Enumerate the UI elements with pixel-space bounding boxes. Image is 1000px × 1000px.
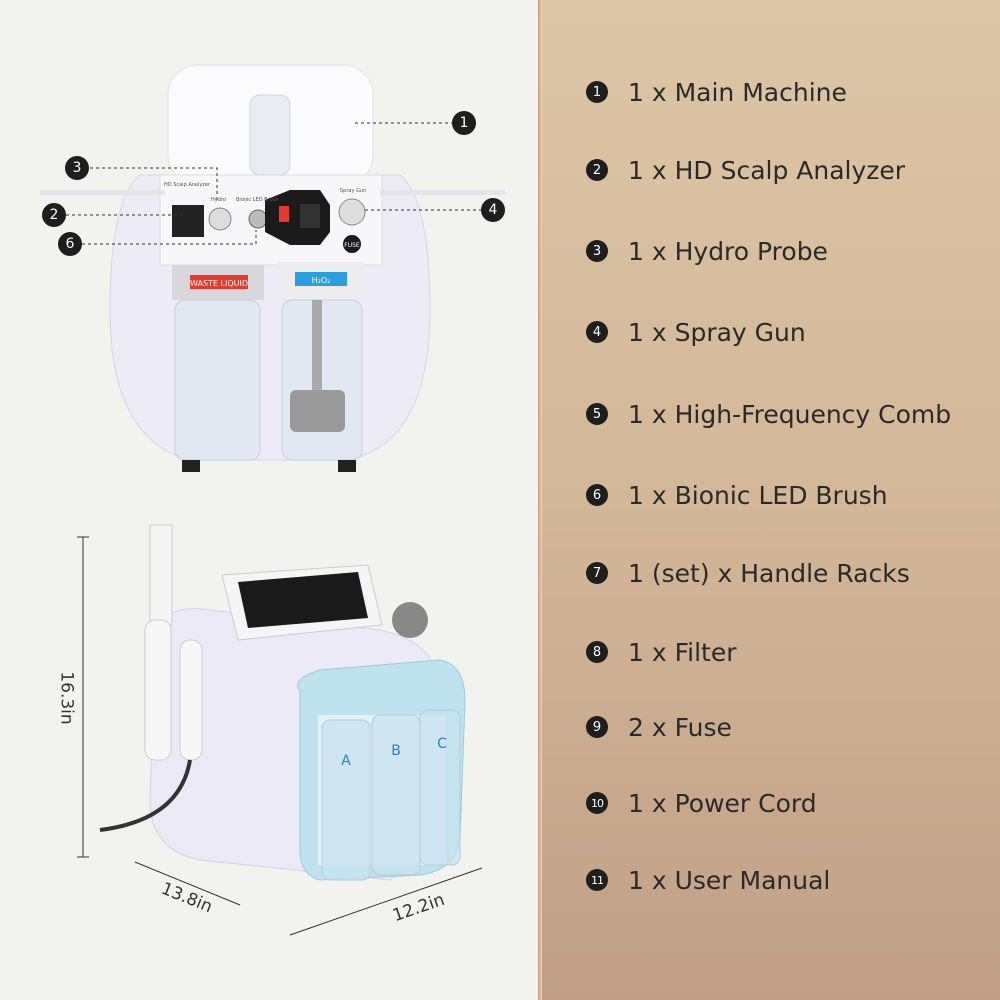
list-item: 2 1 x HD Scalp Analyzer <box>586 155 905 185</box>
h2o2-label: H₂O₂ <box>312 276 331 285</box>
list-item-text: 2 x Fuse <box>628 712 732 742</box>
number-badge: 2 <box>586 159 608 181</box>
callout-4: 4 <box>481 198 505 222</box>
list-item: 4 1 x Spray Gun <box>586 317 806 347</box>
number-badge: 6 <box>586 484 608 506</box>
list-item-text: 1 x HD Scalp Analyzer <box>628 155 906 185</box>
list-item: 9 2 x Fuse <box>586 712 732 742</box>
package-list-panel: 1 1 x Main Machine 2 1 x HD Scalp Analyzer… <box>542 0 1000 1000</box>
list-item-text: 1 x User Manual <box>628 865 831 895</box>
port-label-hydro: Hydro <box>211 197 226 203</box>
list-item: 5 1 x High-Frequency Comb <box>586 399 951 429</box>
list-item: 1 1 x Main Machine <box>586 77 847 107</box>
list-item-text: 1 x Bionic LED Brush <box>628 480 888 510</box>
list-item-text: 1 x High-Frequency Comb <box>628 399 952 429</box>
list-item: 6 1 x Bionic LED Brush <box>586 480 888 510</box>
divider <box>538 0 542 1000</box>
number-badge: 4 <box>586 321 608 343</box>
port-label-scalp: HD Scalp Analyzer <box>164 182 211 188</box>
machine-illustration: FUSE HD Scalp Analyzer Hydro Bionic LED … <box>40 64 505 936</box>
dimension-lines <box>77 536 483 936</box>
list-item-text: 1 x Power Cord <box>628 788 817 818</box>
bottle-label-c: C <box>437 736 447 752</box>
number-badge: 1 <box>586 81 608 103</box>
list-item: 11 1 x User Manual <box>586 865 830 895</box>
list-item-text: 1 (set) x Handle Racks <box>628 558 910 588</box>
list-item-text: 1 x Filter <box>628 637 737 667</box>
port-label-led: Bionic LED Brush <box>236 197 279 203</box>
list-item-text: 1 x Hydro Probe <box>628 236 828 266</box>
callout-3: 3 <box>65 156 89 180</box>
product-image-panel: FUSE HD Scalp Analyzer Hydro Bionic LED … <box>40 64 505 936</box>
number-badge: 3 <box>586 240 608 262</box>
number-badge: 11 <box>586 869 608 891</box>
callout-1: 1 <box>452 111 476 135</box>
list-item-text: 1 x Spray Gun <box>628 317 806 347</box>
fuse-label: FUSE <box>344 242 360 249</box>
port-label-spray: Spray Gun <box>340 188 366 194</box>
list-item: 3 1 x Hydro Probe <box>586 236 828 266</box>
number-badge: 5 <box>586 403 608 425</box>
number-badge: 7 <box>586 562 608 584</box>
number-badge: 8 <box>586 641 608 663</box>
main-machine-angle-view: A B C <box>99 524 466 881</box>
height-dimension: 16.3in <box>56 671 77 725</box>
waste-liquid-label: WASTE LIQUID <box>190 279 248 288</box>
bottle-label-b: B <box>391 743 401 759</box>
callout-lines <box>66 122 481 245</box>
list-item: 10 1 x Power Cord <box>586 788 817 818</box>
bottle-label-a: A <box>341 753 351 769</box>
main-machine-back-view: FUSE HD Scalp Analyzer Hydro Bionic LED … <box>40 64 505 472</box>
callout-6: 6 <box>58 232 82 256</box>
number-badge: 9 <box>586 716 608 738</box>
number-badge: 10 <box>586 792 608 814</box>
list-item-text: 1 x Main Machine <box>628 77 847 107</box>
list-item: 7 1 (set) x Handle Racks <box>586 558 910 588</box>
callout-2: 2 <box>42 203 66 227</box>
list-item: 8 1 x Filter <box>586 637 737 667</box>
